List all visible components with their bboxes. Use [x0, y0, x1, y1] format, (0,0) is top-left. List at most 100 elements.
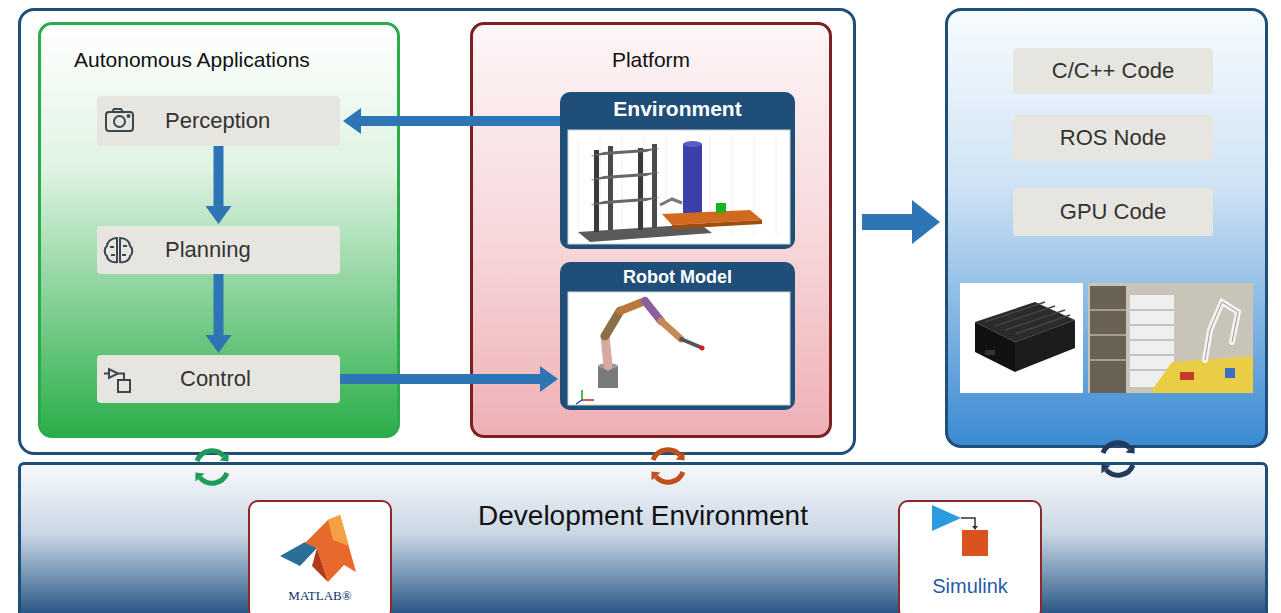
- node-label: MATLAB®: [288, 588, 351, 604]
- camera-icon-part: [112, 109, 123, 112]
- environment-picture-part: [683, 144, 702, 214]
- node-label: Autonomous Applications: [74, 47, 310, 72]
- cycle-icon-part: [1126, 444, 1135, 453]
- node-label: C/C++ Code: [1052, 58, 1174, 84]
- brain-icon-part: [105, 238, 117, 262]
- flow-arrow: [361, 116, 560, 126]
- matlab-logo-part: [305, 515, 356, 582]
- flow-arrow: [214, 146, 224, 206]
- robot-model-picture-part: [581, 390, 583, 400]
- matlab-logo-part: [280, 542, 317, 566]
- robot-model-picture-part: [681, 339, 700, 347]
- robot-model-picture-part: [598, 363, 618, 369]
- control-icon-part: [104, 369, 124, 380]
- robot-photo: [1088, 283, 1253, 393]
- camera-icon-part: [128, 115, 130, 117]
- node-label: Environment: [613, 96, 741, 121]
- environment-picture-part: [578, 134, 776, 236]
- robot-photo-part: [1130, 295, 1174, 387]
- node-label: Development Environment: [478, 499, 808, 533]
- node-label: Robot Model: [623, 267, 732, 289]
- environment-picture-part: [652, 144, 657, 228]
- environment-picture-part: [716, 203, 726, 213]
- group-panel: PerceptionPlanningControl Autonomous Appl…: [38, 22, 400, 438]
- brain-icon-part: [120, 238, 132, 262]
- robot-model-picture: [568, 292, 790, 405]
- environment-picture-part: [608, 146, 613, 230]
- hardware-picture: [960, 283, 1083, 393]
- connectors: [219, 121, 913, 379]
- tool-logo-box: MATLAB®: [248, 500, 392, 613]
- model-card: Environment: [560, 92, 795, 249]
- node-label: Simulink: [932, 574, 1008, 598]
- robot-photo-part: [1130, 310, 1174, 370]
- robot-photo-part: [1205, 302, 1238, 360]
- deployment-panel: C/C++ CodeROS NodeGPU Code: [945, 8, 1268, 448]
- environment-picture-part: [590, 148, 660, 156]
- node-label: GPU Code: [1060, 199, 1166, 225]
- model-card: Robot Model: [560, 262, 795, 410]
- brain-icon-part: [110, 246, 127, 255]
- robot-model-picture-part: [568, 292, 790, 405]
- process-box: Planning: [97, 226, 340, 274]
- robot-photo-part: [1150, 356, 1253, 393]
- hardware-picture-part: [975, 302, 1075, 342]
- environment-picture-part: [578, 224, 712, 242]
- environment-picture-part: [662, 210, 762, 225]
- camera-icon: [106, 109, 133, 131]
- environment-picture-part: [590, 197, 660, 205]
- environment-picture-part: [683, 141, 702, 147]
- output-box: GPU Code: [1013, 188, 1213, 236]
- environment-picture-part: [590, 172, 660, 180]
- flow-arrow: [340, 374, 540, 384]
- camera-icon-part: [106, 112, 133, 131]
- robot-photo-part: [1090, 286, 1126, 393]
- matlab-logo-part: [328, 515, 349, 546]
- simulink-logo: [932, 505, 988, 556]
- simulink-logo-part: [962, 530, 988, 556]
- hardware-picture-part: [1015, 320, 1075, 372]
- cycle-icon-part: [653, 450, 680, 460]
- system-frame: PerceptionPlanningControl Autonomous Appl…: [18, 8, 856, 455]
- robot-model-picture-part: [605, 336, 608, 366]
- camera-icon-part: [114, 116, 125, 127]
- cycle-icon: [651, 450, 684, 482]
- simulink-logo-part: [972, 526, 978, 530]
- brain-icon: [105, 238, 133, 262]
- hardware-picture-part: [985, 302, 1070, 334]
- environment-picture-part: [594, 150, 599, 232]
- cycle-icon-part: [195, 472, 204, 481]
- node-label: Planning: [165, 237, 251, 263]
- flow-arrow: [862, 214, 912, 230]
- control-icon: [104, 369, 130, 392]
- control-icon-part: [118, 380, 130, 392]
- group-panel: EnvironmentRobot ModelPlatform: [470, 22, 832, 438]
- node-label: ROS Node: [1060, 125, 1166, 151]
- matlab-logo-part: [312, 548, 328, 582]
- process-box: Control: [97, 355, 340, 403]
- environment-band: MATLAB® Simulink Development Environment: [18, 462, 1268, 613]
- environment-picture-part: [672, 220, 762, 229]
- cycle-icon: [1101, 443, 1134, 475]
- cycle-icon-part: [197, 451, 224, 461]
- cycle-icon-part: [1101, 464, 1110, 473]
- node-label: Control: [180, 366, 251, 392]
- environment-picture-part: [568, 130, 790, 244]
- robot-model-picture-part: [598, 366, 618, 388]
- simulink-logo-part: [932, 505, 961, 531]
- flow-arrow: [214, 274, 224, 335]
- robot-photo-part: [1180, 372, 1194, 380]
- robot-model-picture-part: [661, 321, 681, 339]
- cycle-icon-part: [656, 472, 683, 482]
- robot-photo-part: [1090, 310, 1126, 360]
- output-box: ROS Node: [1013, 115, 1213, 161]
- tool-logo-box: Simulink: [898, 500, 1042, 613]
- cycle-icon-part: [1106, 465, 1133, 475]
- hardware-picture-part: [960, 283, 1083, 393]
- cycle-icon: [195, 451, 228, 483]
- cycle-icon-part: [220, 452, 229, 461]
- robot-model-picture-part: [576, 400, 582, 404]
- node-label: Perception: [165, 108, 270, 134]
- cycle-icon-part: [651, 471, 660, 480]
